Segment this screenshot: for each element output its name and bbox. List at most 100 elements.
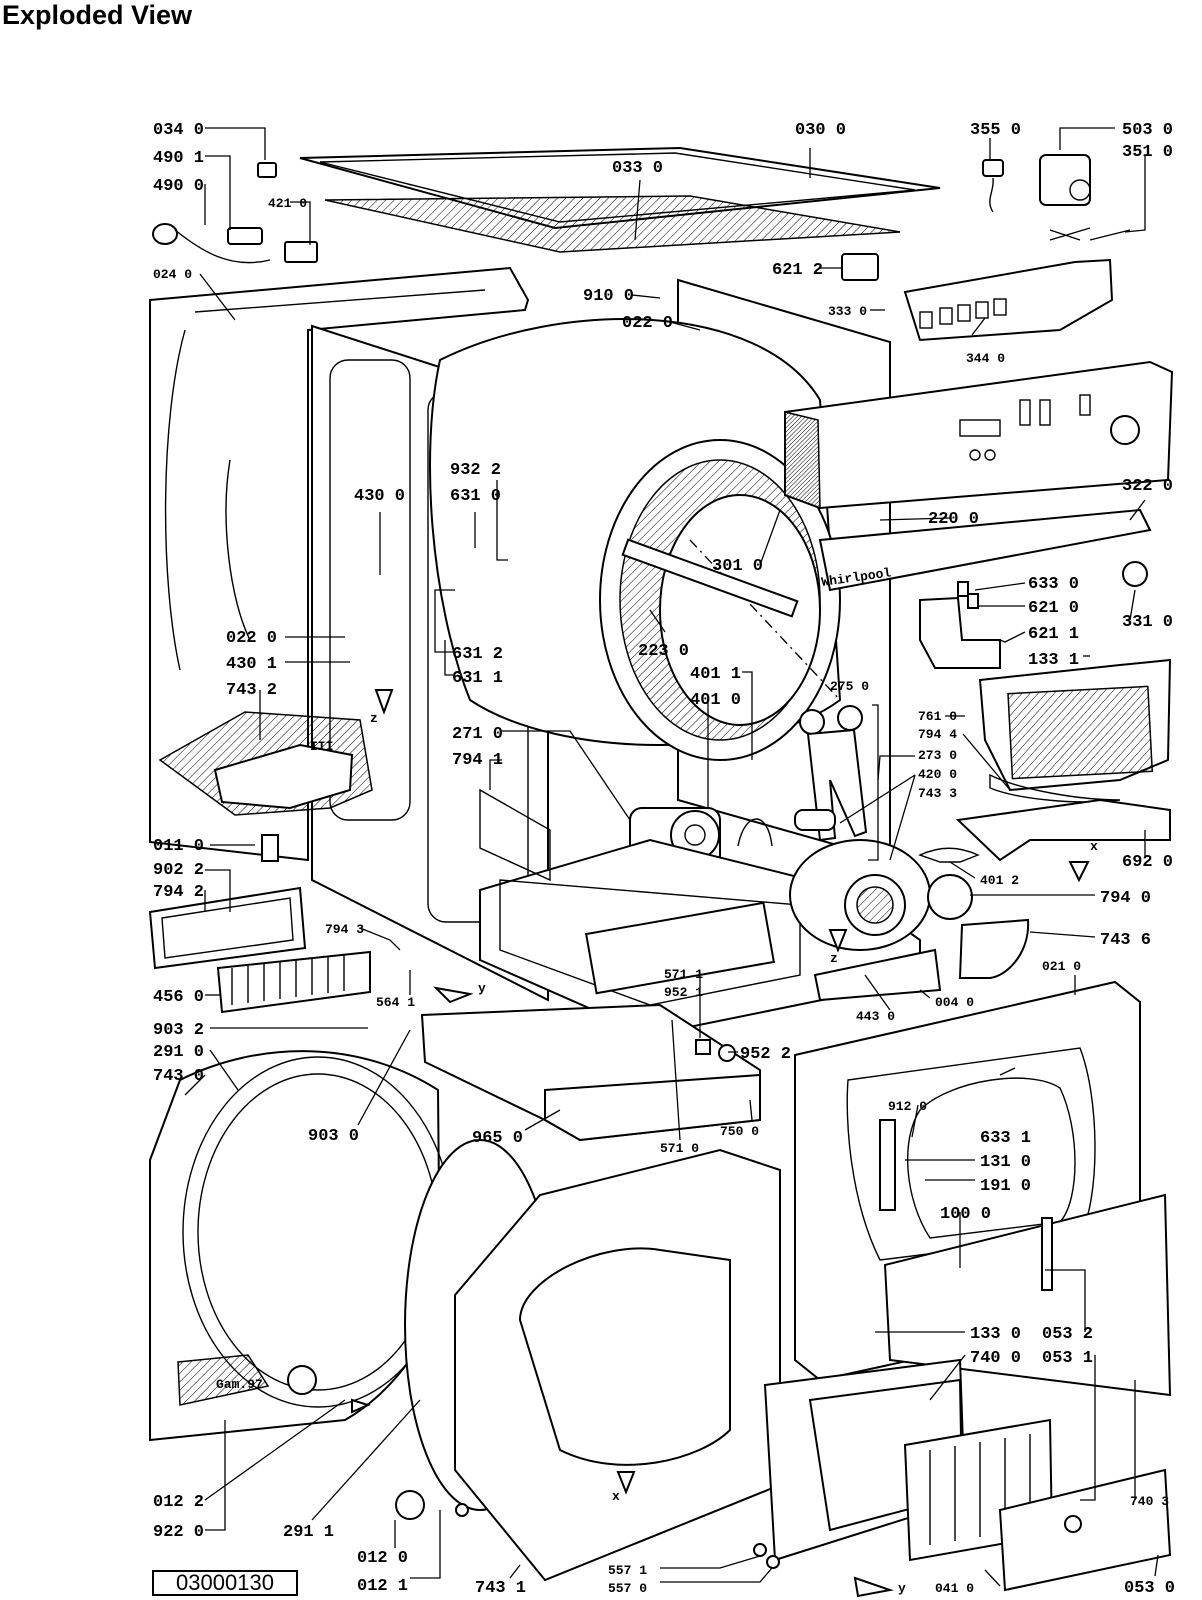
label-7500: 750 0 <box>720 1124 759 1139</box>
label-2911: 291 1 <box>283 1523 334 1542</box>
label-1331: 133 1 <box>1028 651 1079 670</box>
capacitor-420 <box>794 809 836 831</box>
label-9521a: 952 1 <box>664 985 703 1000</box>
filter-housing <box>955 798 1171 862</box>
label-3330: 333 0 <box>828 304 867 319</box>
label-6310: 631 0 <box>450 487 501 506</box>
door-lock <box>879 1119 896 1211</box>
label-4011: 401 1 <box>690 665 741 684</box>
label-5030: 503 0 <box>1122 121 1173 140</box>
label-6330: 633 0 <box>1028 575 1079 594</box>
thermostat-355 <box>982 159 1004 177</box>
label-7431: 743 1 <box>475 1579 526 1598</box>
panel-facia-strip <box>818 508 1152 592</box>
label-3440: 344 0 <box>966 351 1005 366</box>
label-7943: 794 3 <box>325 922 364 937</box>
heater-456 <box>216 950 371 1014</box>
label-9032: 903 2 <box>153 1021 204 1040</box>
label-5641: 564 1 <box>376 995 415 1010</box>
label-0531: 053 1 <box>1042 1349 1093 1368</box>
light-633 <box>957 581 969 597</box>
door-inner-plate <box>883 1193 1172 1397</box>
label-4210: 421 0 <box>268 196 307 211</box>
marker-z1: z <box>370 711 378 726</box>
label-9522: 952 2 <box>740 1045 791 1064</box>
page-title: Exploded View <box>2 0 193 30</box>
label-7433: 743 3 <box>918 786 957 801</box>
label-9100: 910 0 <box>583 287 634 306</box>
label-4300: 430 0 <box>354 487 405 506</box>
label-7944: 794 4 <box>918 727 957 742</box>
label-7436: 743 6 <box>1100 931 1151 950</box>
switch-621-0 <box>967 593 979 609</box>
label-2230: 223 0 <box>638 642 689 661</box>
marker-x2: x <box>612 1489 620 1504</box>
label-2200: 220 0 <box>928 510 979 529</box>
label-4560: 456 0 <box>153 988 204 1007</box>
label-5570: 557 0 <box>608 1581 647 1596</box>
control-board <box>903 258 1114 342</box>
belt-794-4 <box>989 773 1121 803</box>
stamp-text: Gam.97 <box>216 1377 263 1392</box>
label-0220a: 022 0 <box>622 314 673 333</box>
relay-421 <box>284 241 318 263</box>
label-2710: 271 0 <box>452 725 503 744</box>
motor-clamp <box>737 818 773 847</box>
label-9650: 965 0 <box>472 1129 523 1148</box>
label-0122: 012 2 <box>153 1493 204 1512</box>
switch-assembly-621-1 <box>919 596 1001 669</box>
label-2910: 291 0 <box>153 1043 204 1062</box>
label-0530: 053 0 <box>1124 1579 1175 1598</box>
label-5711a: 571 1 <box>664 967 703 982</box>
box-004 <box>813 948 942 1002</box>
label-5710: 571 0 <box>660 1141 699 1156</box>
screw-011 <box>261 834 279 862</box>
label-4901: 490 1 <box>153 149 204 168</box>
label-7403: 740 3 <box>1130 1494 1169 1509</box>
label-2750: 275 0 <box>830 679 869 694</box>
label-4200: 420 0 <box>918 767 957 782</box>
label-0210: 021 0 <box>1042 959 1081 974</box>
label-6210: 621 0 <box>1028 599 1079 618</box>
label-7610: 761 0 <box>918 709 957 724</box>
gasket-902-2 <box>148 886 307 970</box>
label-9022: 902 2 <box>153 861 204 880</box>
marker-III: III <box>310 739 333 754</box>
marker-y2: y <box>898 1581 906 1596</box>
label-7940: 794 0 <box>1100 889 1151 908</box>
rear-bearing <box>287 1365 317 1395</box>
label-4430: 443 0 <box>856 1009 895 1024</box>
arrow-x1 <box>1068 861 1090 883</box>
label-4010: 401 0 <box>690 691 741 710</box>
leader-lines <box>184 127 1159 1587</box>
arrow-z2 <box>828 929 848 953</box>
arrow-z1 <box>374 689 394 715</box>
label-3220: 322 0 <box>1122 477 1173 496</box>
label-7942: 794 2 <box>153 883 204 902</box>
label-0340: 034 0 <box>153 121 204 140</box>
knob-331 <box>1122 561 1148 587</box>
label-0040: 004 0 <box>935 995 974 1010</box>
label-2730: 273 0 <box>918 748 957 763</box>
arrow-x2 <box>616 1471 636 1495</box>
label-4301: 430 1 <box>226 655 277 674</box>
rear-wall <box>149 1050 442 1442</box>
label-0330: 033 0 <box>612 159 663 178</box>
filter-capacitor-490 <box>227 227 263 245</box>
clip-034 <box>257 162 277 178</box>
label-4012: 401 2 <box>980 873 1019 888</box>
label-9030: 903 0 <box>308 1127 359 1146</box>
label-6211: 621 1 <box>1028 625 1079 644</box>
label-0300: 030 0 <box>795 121 846 140</box>
label-1000: 100 0 <box>940 1205 991 1224</box>
label-0410: 041 0 <box>935 1581 974 1596</box>
cover-743-6 <box>958 918 1030 979</box>
label-6212: 621 2 <box>772 261 823 280</box>
timer <box>1039 154 1091 206</box>
label-6331: 633 1 <box>980 1129 1031 1148</box>
label-0240: 024 0 <box>153 267 192 282</box>
program-knob <box>1110 415 1140 445</box>
marker-x1: x <box>1090 839 1098 854</box>
seal-794 <box>927 874 973 920</box>
